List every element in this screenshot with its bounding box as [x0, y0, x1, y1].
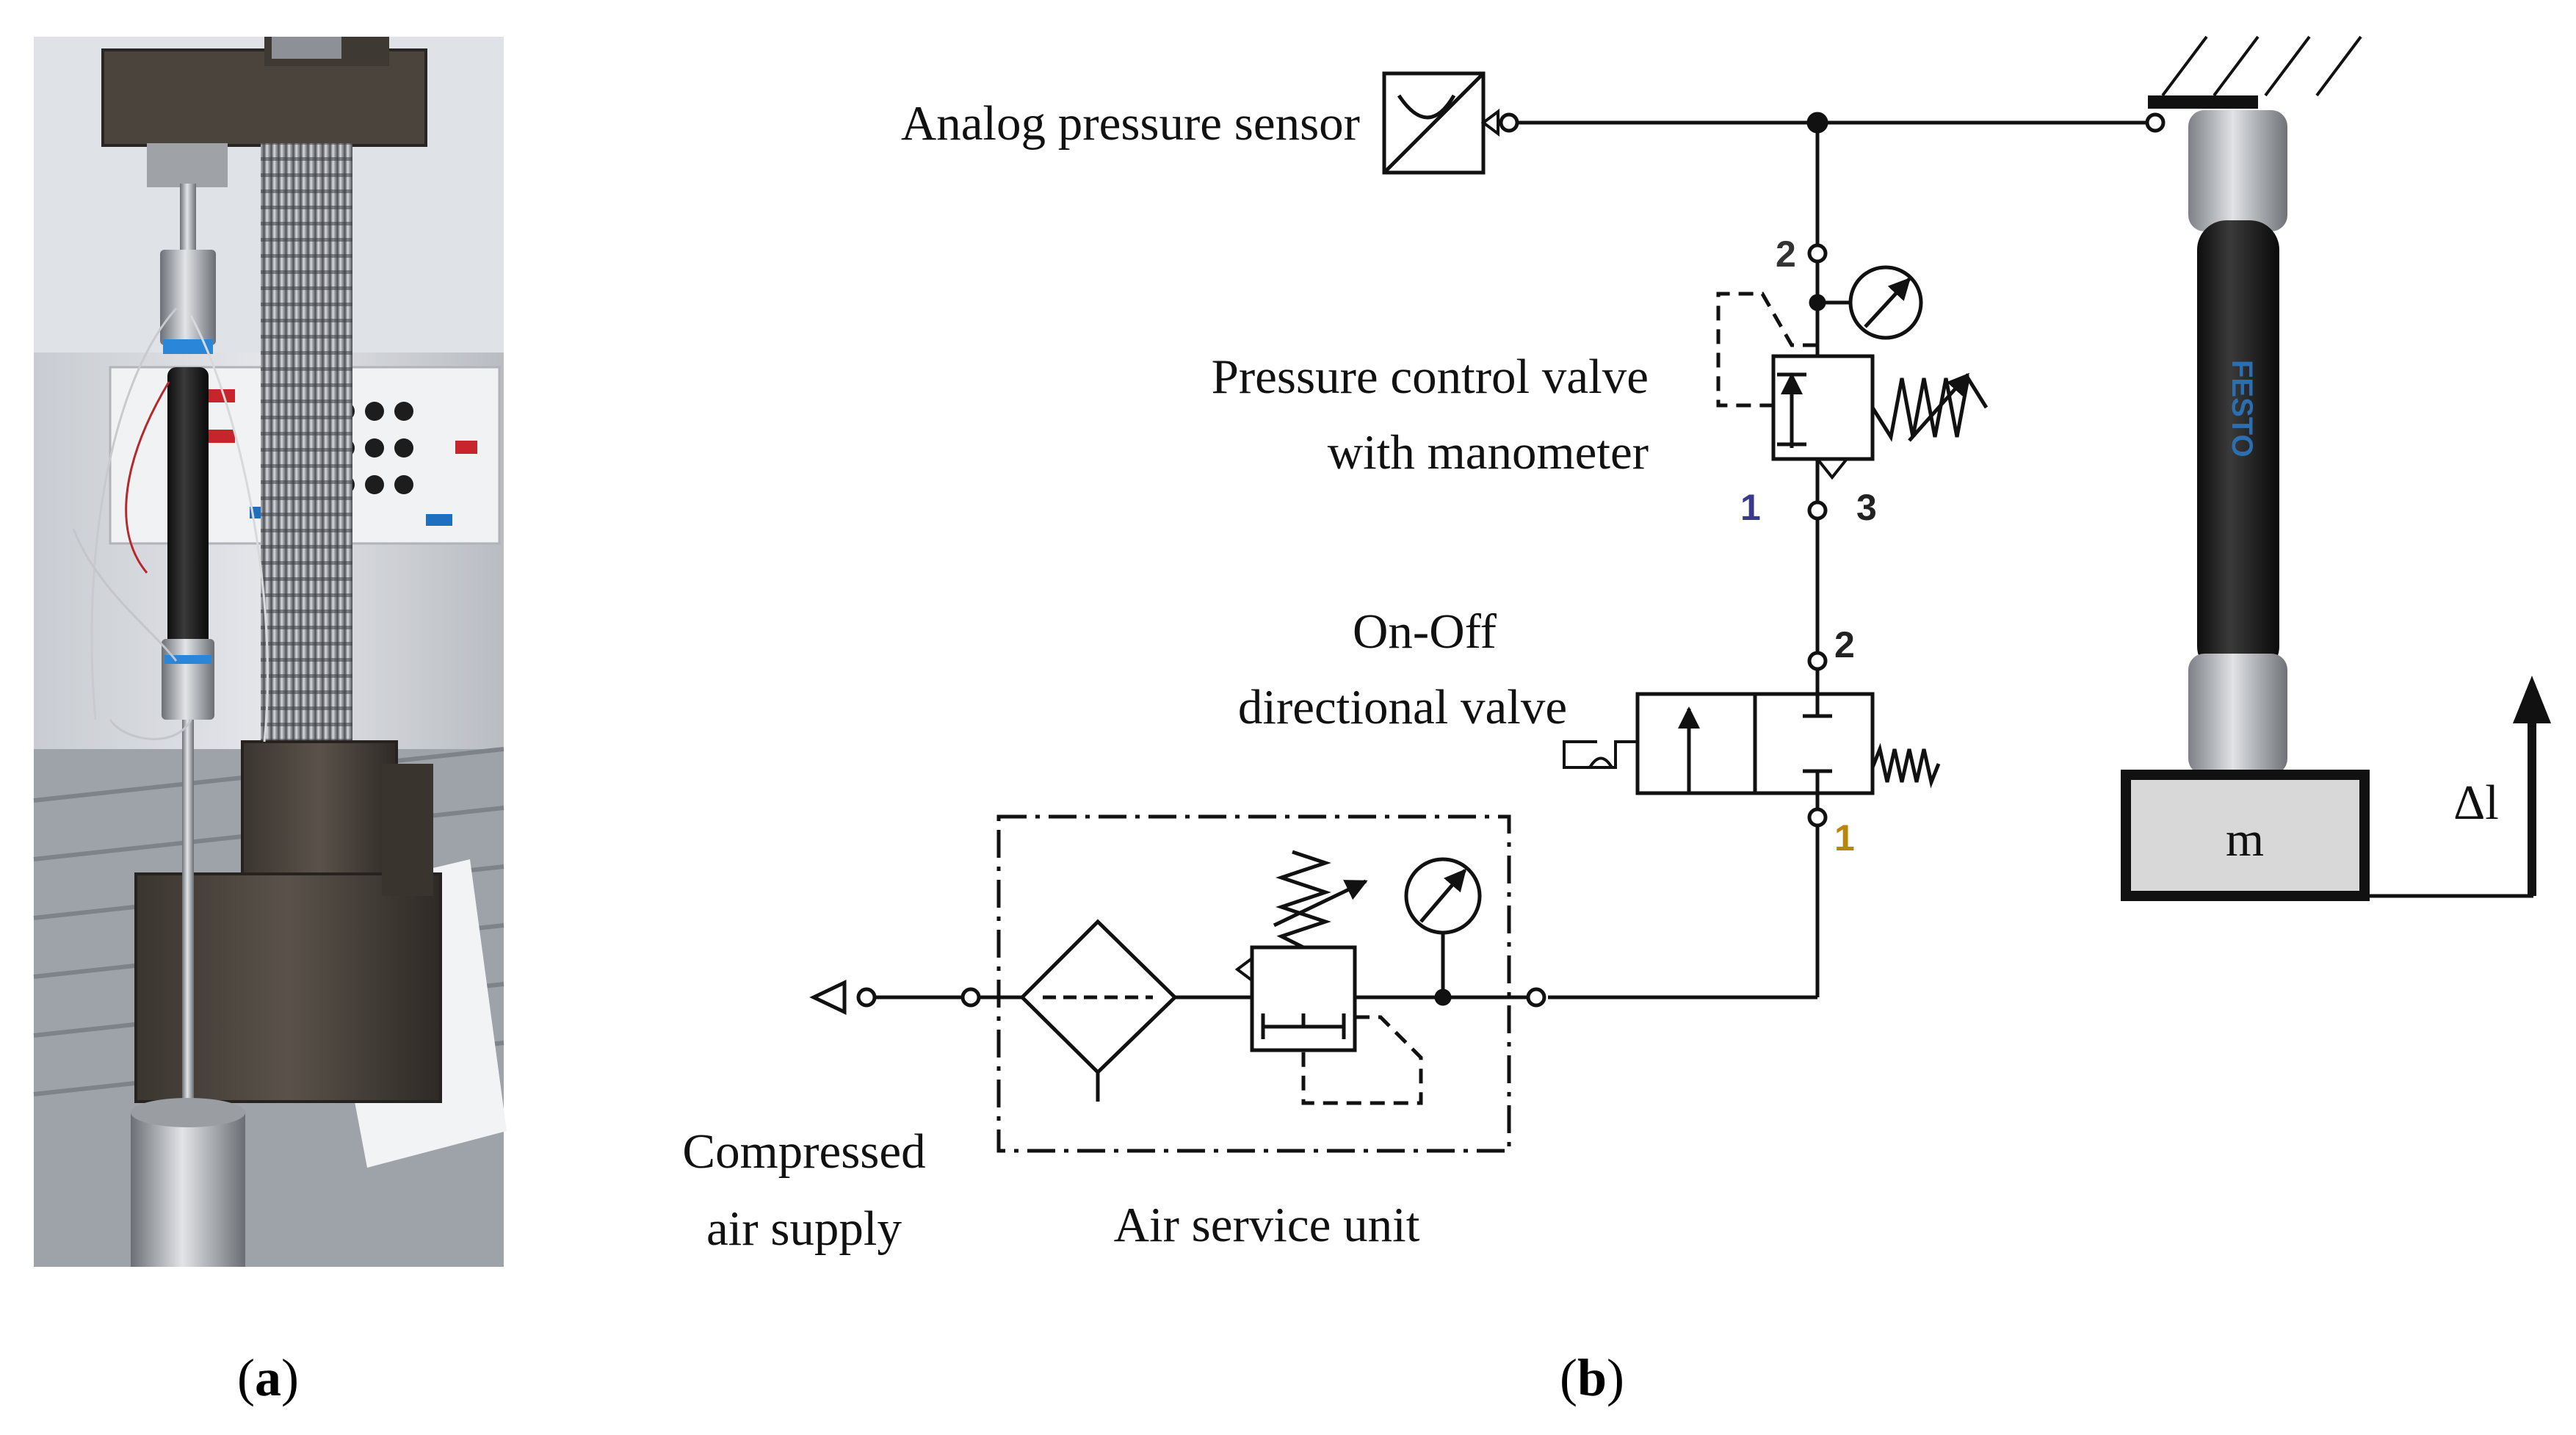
muscle-upper-fitting: [2188, 110, 2287, 231]
supply-label-line1: Compressed: [682, 1124, 925, 1179]
air-service-unit-boundary: [996, 814, 1511, 1153]
pcv-manometer: [1848, 265, 1923, 340]
dv-port-1-circle: [1807, 807, 1828, 828]
photo-cables: [72, 307, 269, 742]
dv-label-line2: directional valve: [1238, 680, 1567, 734]
photo-upper-holder: [147, 143, 228, 187]
sensor-label: Analog pressure sensor: [901, 96, 1360, 151]
photo-threaded-column: [261, 143, 352, 753]
circuit-diagram: [809, 71, 2166, 1153]
dv-port-1-label: 1: [1834, 817, 1855, 859]
photo-base-lower: [134, 872, 442, 1103]
photo-upper-rod: [180, 184, 196, 250]
muscle-body: [2197, 220, 2279, 676]
pressure-control-valve: [1771, 354, 1989, 480]
panel-a-caption: (a): [237, 1348, 299, 1407]
displacement-label: Δl: [2453, 776, 2499, 830]
pcv-port-3-label: 3: [1856, 487, 1877, 528]
pressure-sensor-symbol: [1382, 71, 1519, 175]
unit-manometer: [1404, 857, 1482, 935]
fixed-support-hatch: [2161, 35, 2362, 97]
photo-base-upper: [241, 740, 398, 897]
air-filter-symbol: [1019, 919, 1178, 1102]
pcv-port-2-label: 2: [1776, 234, 1796, 275]
muscle-brand-label: FESTO: [2226, 360, 2258, 458]
unit-outlet-port: [1526, 987, 1546, 1008]
panel-b-caption: (b): [1560, 1348, 1624, 1407]
mass-label: m: [2226, 812, 2264, 867]
photo-base-side: [382, 764, 433, 896]
pcv-label-line1: Pressure control valve: [1212, 350, 1649, 404]
photo-weight: [131, 1113, 245, 1267]
photo-muscle: [167, 367, 209, 654]
muscle-lower-fitting: [2188, 654, 2287, 775]
onoff-directional-valve: [1563, 692, 1941, 795]
service-unit-label: Air service unit: [1114, 1198, 1420, 1252]
pcv-label-line2: with manometer: [1328, 425, 1649, 480]
compressed-air-source: [809, 980, 877, 1015]
unit-inlet-port: [960, 987, 981, 1008]
muscle-support-beam: [2148, 95, 2258, 109]
photo-column-top: [272, 37, 341, 59]
photo-upper-fitting: [160, 250, 216, 345]
supply-label-line2: air supply: [706, 1201, 902, 1256]
muscle-port: [2145, 112, 2166, 133]
muscle-assembly: FESTO m Δl: [2121, 35, 2551, 901]
pcv-pilot-line: [1716, 292, 1817, 408]
photo-lower-ring: [164, 655, 211, 664]
displacement-arrowhead: [2513, 676, 2551, 723]
pcv-port-2-circle: [1807, 243, 1828, 264]
photo-red-connectors: [206, 389, 477, 454]
photo-blue-ring: [163, 339, 213, 354]
photo-panel: [33, 37, 507, 1267]
photo-hanging-rod: [182, 720, 194, 1131]
pcv-port-1-label: 1: [1740, 487, 1761, 528]
mass-block: [2121, 770, 2370, 901]
dv-port-2-label: 2: [1834, 624, 1855, 665]
photo-lower-fitting: [162, 639, 214, 720]
pcv-port-1-circle: [1807, 500, 1828, 521]
dv-port-2-circle: [1807, 651, 1828, 671]
dv-label-line1: On-Off: [1353, 604, 1497, 659]
pressure-regulator-symbol: [1234, 850, 1423, 1105]
photo-weight-top: [131, 1098, 245, 1127]
